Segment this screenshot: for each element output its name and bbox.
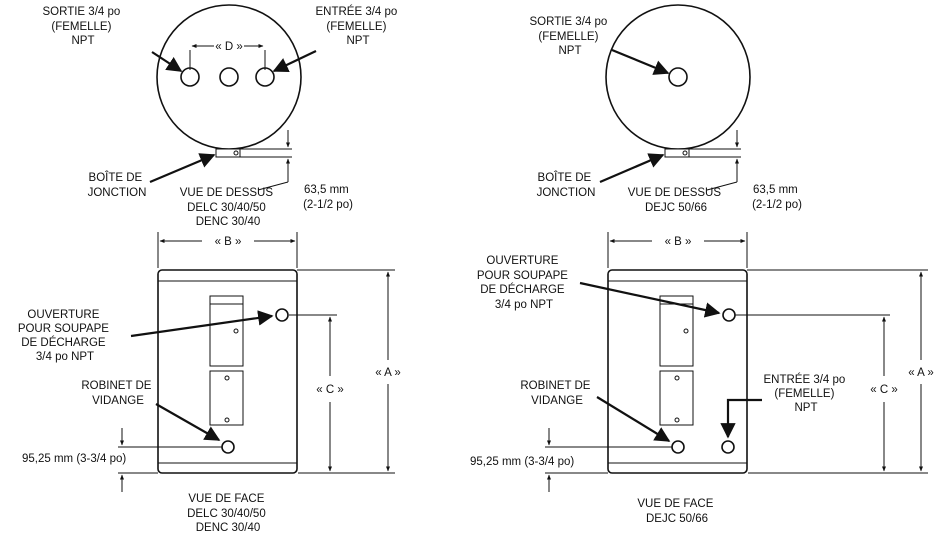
left-relief-valve-label: OUVERTURE POUR SOUPAPE DE DÉCHARGE 3/4 p… <box>18 309 112 363</box>
left-thermostat-panel-lower <box>209 370 244 426</box>
left-dim-c: « C » <box>316 384 344 396</box>
right-front-view: « B » « C » « A » 95,25 mm (3-3/4 po) <box>470 232 934 525</box>
right-front-view-title: VUE DE FACE DEJC 50/66 <box>637 498 716 525</box>
right-dim-a: « A » <box>908 367 934 379</box>
right-junction-box <box>664 148 690 158</box>
left-junction-box <box>215 148 241 158</box>
right-relief-valve-label: OUVERTURE POUR SOUPAPE DE DÉCHARGE 3/4 p… <box>477 255 571 311</box>
left-drain-height: 95,25 mm (3-3/4 po) <box>22 453 126 465</box>
right-inlet-label: ENTRÉE 3/4 po (FEMELLE) NPT <box>763 373 848 414</box>
right-outlet-port <box>668 67 688 87</box>
right-drain-valve-label: ROBINET DE VIDANGE <box>520 380 593 407</box>
left-front-view: « B » « C » « A » 95,25 mm (3-3/4 <box>18 232 401 534</box>
right-thermostat-panel-lower <box>659 370 694 426</box>
left-relief-valve-opening <box>275 308 289 322</box>
left-tank-top-outline <box>156 4 302 150</box>
left-junction-label: BOÎTE DE JONCTION <box>88 171 147 199</box>
left-dim-b: « B » <box>215 236 242 248</box>
left-inlet-label: ENTRÉE 3/4 po (FEMELLE) NPT <box>315 5 400 47</box>
right-outlet-label: SORTIE 3/4 po (FEMELLE) NPT <box>530 16 611 57</box>
right-drain-height: 95,25 mm (3-3/4 po) <box>470 456 574 468</box>
left-thermostat-panel-upper <box>209 295 244 367</box>
left-top-view: « D » SORTIE 3/4 po (FEMELLE) NPT ENTRÉE… <box>43 4 400 228</box>
left-dim-d: « D » <box>215 41 243 53</box>
right-offset-label: 63,5 mm (2-1/2 po) <box>752 184 802 211</box>
left-drain-valve-label: ROBINET DE VIDANGE <box>81 380 154 407</box>
right-dim-b: « B » <box>665 236 692 248</box>
right-top-view: SORTIE 3/4 po (FEMELLE) NPT BOÎTE DE JON… <box>530 4 802 214</box>
left-dim-a: « A » <box>375 367 401 379</box>
right-top-view-title: VUE DE DESSUS DEJC 50/66 <box>628 187 725 214</box>
left-top-view-title: VUE DE DESSUS DELC 30/40/50 DENC 30/40 <box>180 187 277 228</box>
right-inlet-port <box>721 440 735 454</box>
left-front-view-title: VUE DE FACE DELC 30/40/50 DENC 30/40 <box>187 493 269 534</box>
right-tank-top-outline <box>605 4 751 150</box>
left-center-port <box>219 67 239 87</box>
left-offset-label: 63,5 mm (2-1/2 po) <box>303 184 353 211</box>
right-dim-c: « C » <box>870 384 898 396</box>
right-junction-label: BOÎTE DE JONCTION <box>537 171 596 199</box>
left-outlet-label: SORTIE 3/4 po (FEMELLE) NPT <box>43 6 124 47</box>
